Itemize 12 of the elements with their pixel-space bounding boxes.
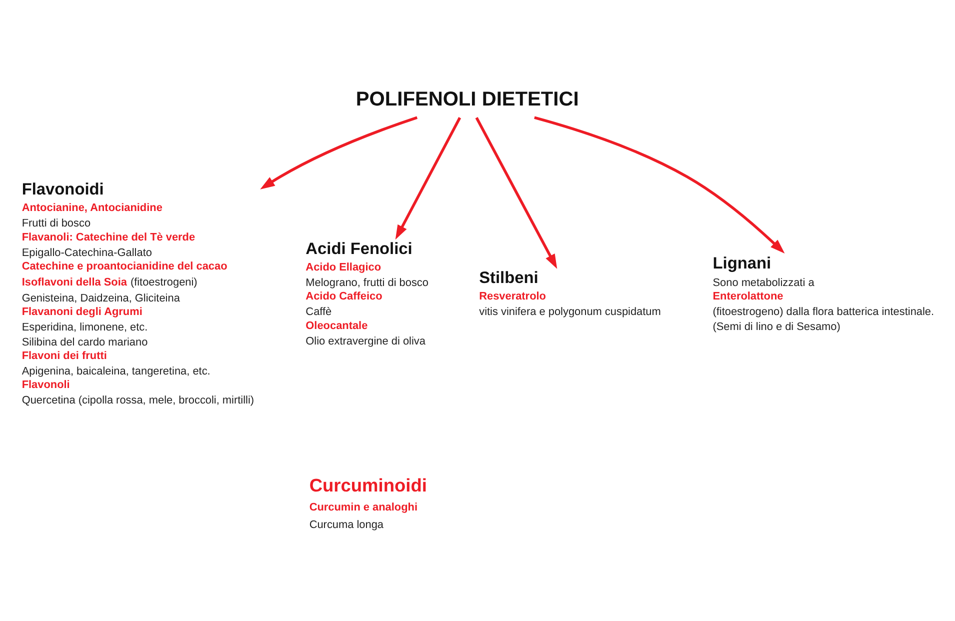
- arrow: [534, 116, 785, 253]
- node-text: Stilbeni Resveratrolo vitis vinifera e polygonum cuspidatum: [479, 268, 661, 318]
- node-text: Lignani Sono metabolizzati a Enterolattone (fitoestrogeno) dalla flora batterica intestinale. (Semi di lino e di Sesamo): [712, 254, 934, 332]
- arrow: [475, 116, 558, 268]
- label: Curcumin e analoghi: [309, 501, 418, 514]
- label: Curcuminoidi: [309, 474, 427, 496]
- node-text: Flavonoidi Antocianine, Antocianidine Frutti di bosco Flavanoli: Catechine del Tè verde Epigallo-Catechina-Gallato Catechine e proantocianidine del cacao Isoflavoni della Soia (fitoestrogeni) Genisteina, Daidzeina, Gliciteina Flavanoni degli Agrumi Esperidina, limonene, etc. Silibina del cardo mariano Flavoni dei frutti Apigenina, baicaleina, tangeretina, etc. Flavonoli Quercetina (cipolla rossa, mele, broccoli, mirtilli): [22, 180, 254, 406]
- arrow: [395, 116, 462, 240]
- node-text: Acidi Fenolici Acido Ellagico Melograno, frutti di bosco Acido Caffeico Caffè Oleocantale Olio extravergine di oliva: [306, 239, 428, 347]
- node-text: POLIFENOLI DIETETICI: [356, 88, 579, 110]
- arrow: [260, 116, 418, 189]
- label: Curcuma longa: [309, 518, 384, 530]
